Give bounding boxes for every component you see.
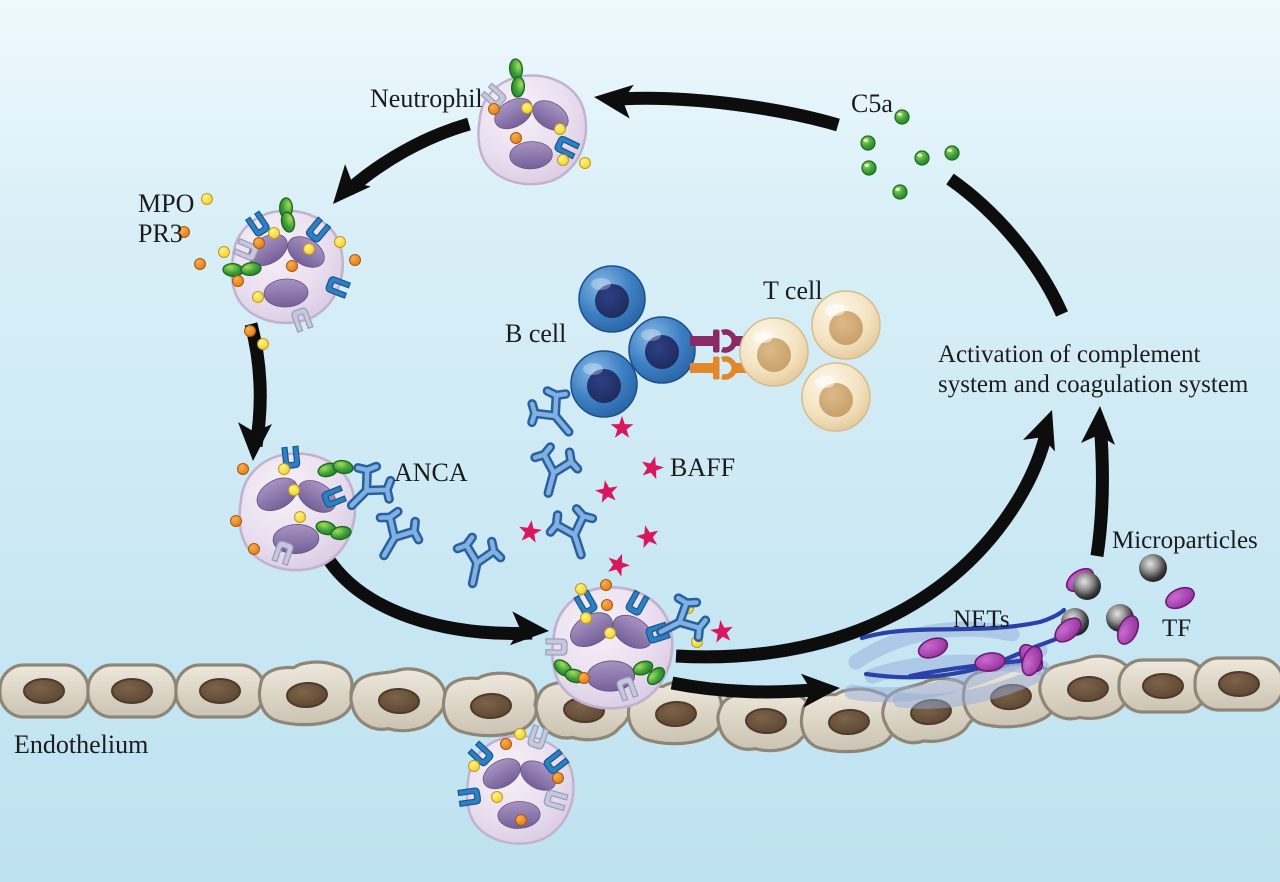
c5a-molecule-icon	[861, 160, 877, 176]
c5a-molecule-icon	[914, 150, 930, 166]
activation-label-line2: system and coagulation system	[938, 371, 1249, 398]
b-cell-icon	[578, 265, 646, 333]
mpo-granule-icon	[303, 243, 315, 255]
microparticle-icon	[1073, 572, 1101, 600]
arrow-neutrophil-to-priming	[344, 117, 471, 195]
endothelial-cell	[86, 663, 178, 719]
mpo-granule-icon	[334, 236, 346, 248]
mpo-granule-icon	[521, 102, 533, 114]
arrow-c5a-to-neutrophil	[617, 91, 840, 132]
mpo-granule-icon	[218, 246, 230, 258]
pr3-granule-icon	[578, 672, 590, 684]
arrow-activation-to-c5a	[946, 173, 1068, 317]
microparticles-label: Microparticles	[1112, 527, 1258, 554]
b-cell-icon	[570, 350, 638, 418]
mpo-granule-icon	[514, 728, 526, 740]
pr3-granule-icon	[601, 599, 613, 611]
pr3-granule-icon	[500, 738, 512, 750]
nets-label: NETs	[953, 606, 1010, 633]
b-cell-label: B cell	[505, 319, 566, 348]
mpo-granule-icon	[579, 157, 591, 169]
nets-group	[844, 607, 1067, 709]
bt-receptor-pair-orange	[690, 356, 748, 380]
pr3-granule-icon	[552, 772, 564, 784]
costim-plug-bar	[713, 356, 720, 380]
mpo-granule-icon	[294, 511, 306, 523]
pr3-granule-icon	[248, 543, 260, 555]
tcr-plug-stem	[690, 336, 714, 346]
anca-label: ANCA	[394, 458, 468, 487]
pr3-granule-icon	[286, 260, 298, 272]
mpo-granule-icon	[604, 627, 616, 639]
mpo-granule-icon	[288, 484, 300, 496]
cycle-arrows	[236, 80, 1117, 708]
pr3-granule-icon	[230, 515, 242, 527]
t-cell-label: T cell	[763, 276, 822, 305]
arrow-nets-to-activation	[675, 428, 1054, 664]
mpo-granule-icon	[575, 583, 587, 595]
mpo-label: MPO	[138, 189, 194, 218]
mpo-granule-icon	[252, 291, 264, 303]
c5a-molecule-icon	[892, 184, 908, 200]
pr3-granule-icon	[510, 132, 522, 144]
mpo-granule-icon	[278, 463, 290, 475]
endothelial-cell	[174, 663, 266, 719]
t-cell-icon	[739, 317, 809, 387]
mpo-granule-icon	[257, 338, 269, 350]
pr3-granule-icon	[253, 237, 265, 249]
b-cell-icon	[628, 316, 696, 384]
mpo-granule-icon	[491, 791, 503, 803]
mpo-granule-icon	[580, 612, 592, 624]
pr3-granule-icon	[349, 254, 361, 266]
tcr-plug-bar	[713, 329, 720, 353]
pr3-granule-icon	[515, 814, 527, 826]
bt-receptor-pair-purple	[690, 329, 748, 353]
pr3-granule-icon	[194, 258, 206, 270]
endothelial-cell	[1193, 656, 1280, 712]
arrow-anca-to-adhesion	[321, 553, 533, 640]
costim-plug-stem	[690, 363, 714, 373]
mpo-granule-icon	[557, 154, 569, 166]
nets-fiber	[907, 657, 1033, 679]
pr3-granule-icon	[237, 463, 249, 475]
arrow-microparticles-to-activation	[1090, 421, 1109, 557]
endothelial-cell	[256, 658, 356, 729]
activation-label-line1: Activation of complement	[938, 341, 1200, 368]
c5a-molecule-icon	[860, 135, 876, 151]
labels: Neutrophil MPO PR3 C5a B cell T cell ANC…	[14, 84, 1258, 759]
endothelial-cell	[440, 670, 540, 739]
c5a-label: C5a	[851, 89, 893, 118]
c5a-molecule-icon	[944, 145, 960, 161]
tf-label: TF	[1162, 615, 1191, 642]
mpo-granule-icon	[468, 760, 480, 772]
endothelium-label: Endothelium	[14, 730, 148, 759]
pr3-granule-icon	[232, 275, 244, 287]
nets-fiber	[859, 607, 1067, 641]
arrow-neutrophil-to-nets	[670, 676, 823, 699]
pr3-granule-icon	[488, 103, 500, 115]
baff-label: BAFF	[670, 453, 735, 482]
neutrophil-label: Neutrophil	[370, 84, 483, 113]
mpo-granule-icon	[554, 123, 566, 135]
mpo-granule-icon	[268, 227, 280, 239]
pr3-label: PR3	[138, 219, 183, 248]
microparticle-icon	[1139, 554, 1167, 582]
pr3-granule-icon	[244, 325, 256, 337]
c5a-molecule-icon	[894, 109, 910, 125]
costim-socket-stem	[733, 363, 748, 373]
t-cell-icon	[801, 362, 871, 432]
tcr-socket-stem	[733, 336, 748, 346]
mpo-granule-icon	[201, 193, 213, 205]
pr3-granule-icon	[600, 579, 612, 591]
endothelial-cell	[0, 663, 90, 719]
endothelial-cell	[348, 665, 448, 734]
